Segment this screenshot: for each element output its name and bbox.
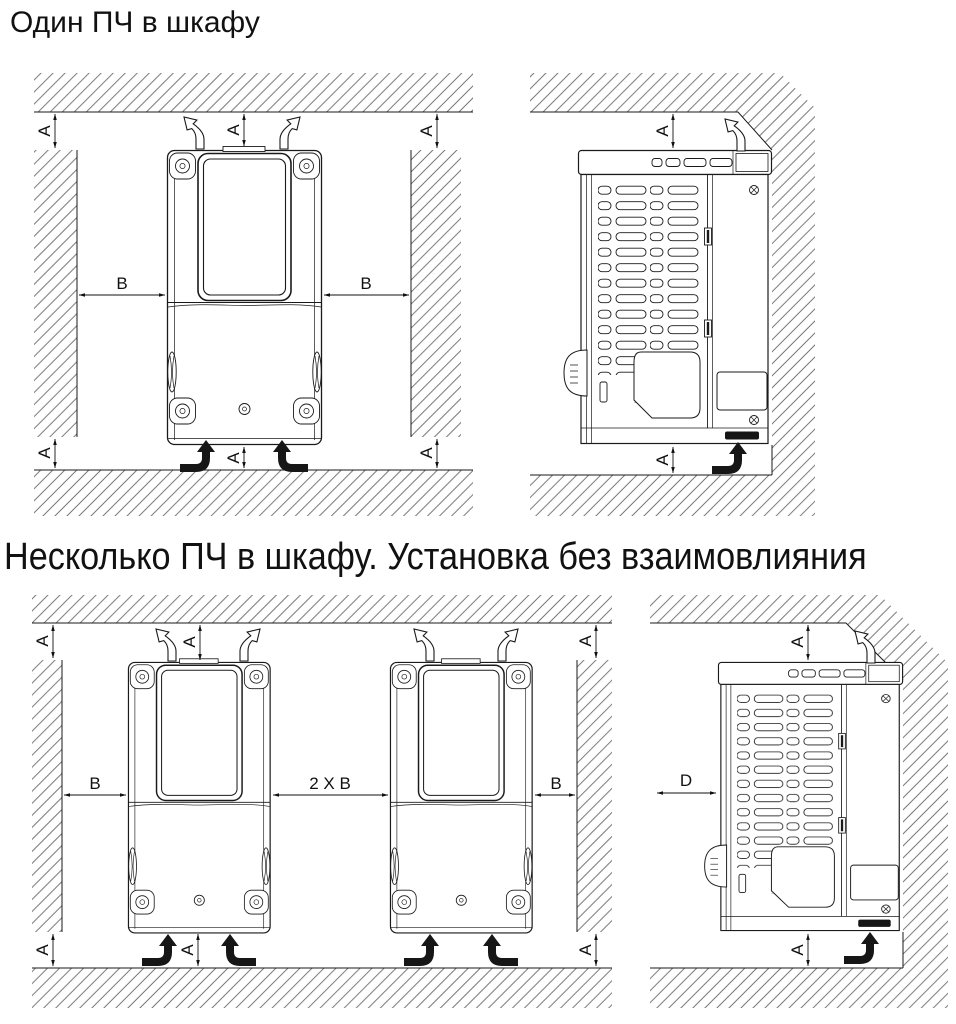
exhaust-arrow-icon xyxy=(155,628,177,662)
dim-label: A xyxy=(653,454,672,466)
dim-label: A xyxy=(33,635,52,647)
intake-arrow-icon xyxy=(221,934,256,966)
dim-label: B xyxy=(89,774,100,793)
exhaust-arrow-icon xyxy=(497,628,519,662)
intake-arrow-icon xyxy=(142,934,177,966)
single-front-view: A A A B B xyxy=(34,73,473,516)
exhaust-arrow-icon xyxy=(239,628,261,662)
dim-a-top-center: A xyxy=(180,624,202,661)
inverter-front-view-1 xyxy=(127,658,271,934)
dim-label: A xyxy=(35,447,54,459)
dim-label: D xyxy=(680,771,692,790)
dim-a-bottom-right: A xyxy=(576,933,598,967)
intake-arrow-icon xyxy=(712,442,747,474)
dim-a-top: A xyxy=(788,624,810,661)
cabinet-wall-left xyxy=(34,150,78,437)
dim-label: A xyxy=(653,125,672,137)
dim-label: A xyxy=(417,125,436,137)
dim-label: A xyxy=(33,944,52,956)
single-side-view: A A xyxy=(530,73,815,516)
dim-b-right: B xyxy=(323,274,410,297)
dim-a-top-center: A xyxy=(224,113,246,147)
dim-label: A xyxy=(788,944,807,956)
dim-a-top-right: A xyxy=(576,624,598,659)
cabinet-wall-top xyxy=(34,73,473,113)
section-title-multiple: Несколько ПЧ в шкафу. Установка без взаи… xyxy=(4,536,867,578)
dim-label: A xyxy=(224,452,243,464)
inverter-front-view-2 xyxy=(389,658,533,934)
dim-label: A xyxy=(576,635,595,647)
dim-a-top-left: A xyxy=(33,624,55,659)
intake-arrow-icon xyxy=(483,934,518,966)
cabinet-wall-right xyxy=(576,660,612,932)
cabinet-wall-left xyxy=(32,660,63,932)
dim-a-top-right: A xyxy=(417,113,439,149)
dim-label: 2 X B xyxy=(309,774,351,793)
dim-label: A xyxy=(178,944,197,956)
multiple-front-view: A A A B 2 X B xyxy=(32,595,612,1008)
dim-label: B xyxy=(360,274,371,293)
dim-b-left: B xyxy=(63,774,127,797)
exhaust-arrow-icon xyxy=(183,116,205,150)
dim-2xb-center: 2 X B xyxy=(272,774,389,797)
exhaust-arrow-icon xyxy=(724,118,746,152)
figure-multiple-units: A A A B 2 X B xyxy=(32,595,948,1008)
dim-a-bottom-right: A xyxy=(417,438,439,469)
dim-d-front: D xyxy=(656,771,717,795)
dim-label: A xyxy=(224,124,243,136)
inverter-side-view xyxy=(563,149,773,445)
figure-single-unit: A A A B B xyxy=(34,73,815,516)
dim-label: A xyxy=(35,125,54,137)
dim-a-bottom: A xyxy=(653,446,675,474)
dim-a-top-left: A xyxy=(35,113,57,149)
dim-label: A xyxy=(576,944,595,956)
cabinet-wall-right xyxy=(410,150,461,437)
cabinet-wall-corner xyxy=(530,73,815,516)
dim-b-left: B xyxy=(78,274,166,297)
dim-label: A xyxy=(788,636,807,648)
intake-arrow-icon xyxy=(844,932,879,964)
dim-label: A xyxy=(417,447,436,459)
dim-b-right: B xyxy=(534,774,576,797)
cabinet-wall-bottom xyxy=(32,967,612,1008)
dim-a-top: A xyxy=(653,113,675,149)
cabinet-wall-corner xyxy=(650,595,948,1008)
cabinet-wall-top xyxy=(32,595,612,624)
dim-label: B xyxy=(116,274,127,293)
dim-a-bottom-center: A xyxy=(224,446,246,469)
dim-label: A xyxy=(180,636,199,648)
intake-arrow-icon xyxy=(404,934,439,966)
dim-a-bottom: A xyxy=(788,933,810,967)
dim-a-bottom-center: A xyxy=(178,933,200,967)
inverter-front-view xyxy=(166,145,323,446)
inverter-side-view xyxy=(704,661,904,932)
dim-a-bottom-left: A xyxy=(35,438,57,469)
dim-a-bottom-left: A xyxy=(33,933,55,967)
exhaust-arrow-icon xyxy=(413,628,435,662)
exhaust-arrow-icon xyxy=(279,116,301,150)
dim-label: B xyxy=(550,774,561,793)
section-title-single: Один ПЧ в шкафу xyxy=(10,6,260,39)
multiple-side-view: D A A xyxy=(650,595,948,1008)
cabinet-wall-bottom xyxy=(34,469,473,516)
